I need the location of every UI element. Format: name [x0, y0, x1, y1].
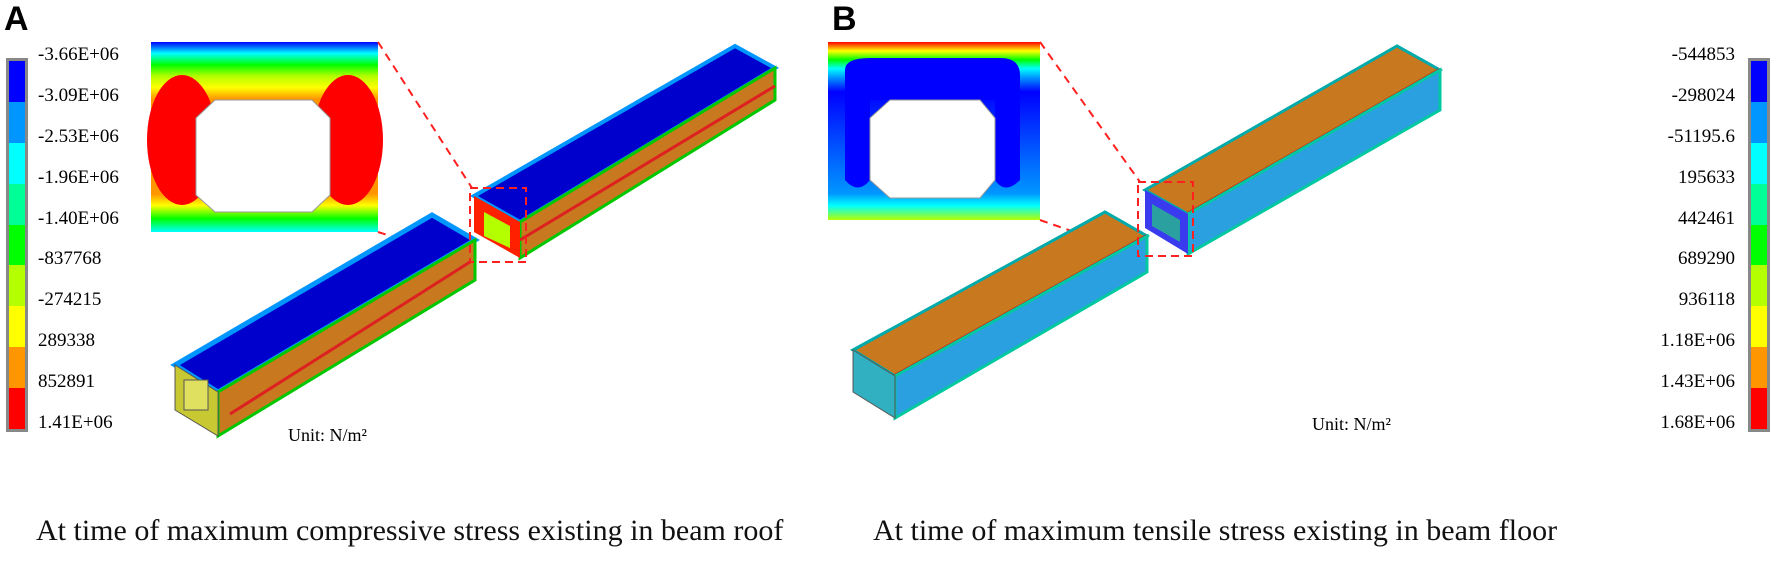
legend-swatch — [1751, 388, 1767, 429]
legend-swatch — [9, 142, 25, 184]
beam-b-upper — [1141, 44, 1444, 257]
legend-swatch — [9, 347, 25, 388]
legend-tick-label: 1.18E+06 — [1660, 330, 1735, 352]
legend-swatch — [9, 101, 25, 143]
legend-tick-label: -3.66E+06 — [38, 44, 119, 65]
legend-tick-label: 1.68E+06 — [1660, 412, 1735, 433]
legend-tick-label: 1.43E+06 — [1660, 371, 1735, 393]
legend-swatch — [1751, 142, 1767, 184]
legend-swatch — [1751, 61, 1767, 102]
legend-swatch — [1751, 224, 1767, 266]
legend-tick-label: -837768 — [38, 248, 102, 270]
highlight-box-a — [469, 187, 527, 263]
caption-b: At time of maximum tensile stress existi… — [873, 514, 1558, 547]
legend-tick-label: -3.09E+06 — [38, 84, 119, 106]
legend-tick-label: 1.41E+06 — [38, 412, 113, 433]
legend-tick-label: 852891 — [38, 371, 95, 393]
panel-label-b: B — [832, 0, 857, 38]
beam-a-lower — [170, 212, 480, 439]
unit-label-a: Unit: N/m² — [288, 425, 367, 445]
legend-swatch — [1751, 347, 1767, 388]
legend-swatch — [1751, 265, 1767, 307]
caption-a: At time of maximum compressive stress ex… — [36, 514, 784, 547]
legend-tick-label: -544853 — [1671, 44, 1735, 65]
section-inset-a — [147, 42, 383, 232]
beam-b-lower — [850, 210, 1151, 421]
legend-tick-label: 689290 — [1678, 248, 1735, 270]
legend-swatch — [9, 183, 25, 225]
legend-tick-label: 442461 — [1678, 207, 1735, 229]
legend-swatch — [1751, 101, 1767, 143]
highlight-box-b — [1137, 181, 1194, 257]
legend-tick-label: -1.40E+06 — [38, 207, 119, 229]
legend-tick-label: -298024 — [1671, 84, 1735, 106]
unit-label-b: Unit: N/m² — [1312, 414, 1391, 434]
legend-swatch — [9, 265, 25, 307]
legend-tick-label: -51195.6 — [1667, 125, 1735, 147]
legend-swatch — [1751, 306, 1767, 348]
legend-tick-label: -2.53E+06 — [38, 125, 119, 147]
legend-swatch — [9, 224, 25, 266]
legend-tick-label: 289338 — [38, 330, 95, 352]
legend-swatch — [9, 306, 25, 348]
panel-label-a: A — [4, 0, 29, 38]
legend-swatch — [9, 388, 25, 429]
legend-tick-label: 195633 — [1678, 166, 1735, 188]
legend-tick-label: 936118 — [1678, 289, 1735, 311]
beam-a-upper — [469, 43, 780, 261]
legend-swatch — [9, 61, 25, 102]
legend-tick-label: -1.96E+06 — [38, 166, 119, 188]
color-legend-b — [1748, 58, 1770, 432]
legend-tick-label: -274215 — [38, 289, 102, 311]
legend-swatch — [1751, 183, 1767, 225]
section-inset-b — [828, 42, 1040, 220]
color-legend-a — [6, 58, 28, 432]
